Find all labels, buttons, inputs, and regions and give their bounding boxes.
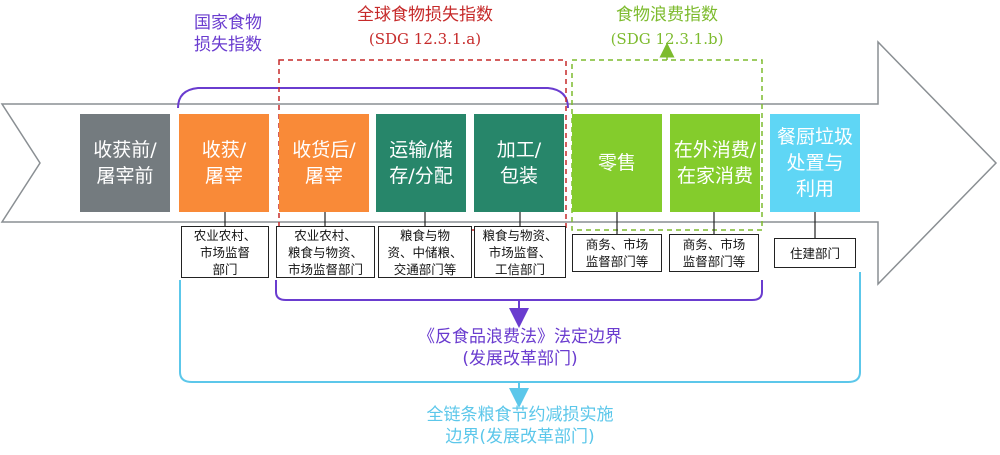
dept-kitchen-waste: 住建部门 [774, 238, 856, 268]
full-chain-boundary-label: 全链条粮食节约减损实施 边界(发展改革部门) [426, 405, 614, 447]
national-index-label: 国家食物 损失指数 [194, 13, 262, 55]
dept-transport: 粮食与物 资、中储粮、 交通部门等 [378, 226, 472, 278]
stage-harvest: 收获/ 屠宰 [179, 114, 269, 212]
food-waste-label: 食物浪费指数 [616, 5, 718, 25]
connector-ticks [224, 212, 816, 238]
stage-processing: 加工/ 包装 [474, 114, 564, 212]
dept-processing: 粮食与物资、 市场监督、 工信部门 [474, 226, 566, 278]
stage-preharvest: 收获前/ 屠宰前 [80, 114, 170, 212]
stage-consumption: 在外消费/ 在家消费 [670, 114, 760, 212]
global-loss-code: (SDG 12.3.1.a) [368, 30, 482, 48]
law-boundary-label: 《反食品浪费法》法定边界 (发展改革部门) [418, 327, 622, 369]
stage-kitchen-waste: 餐厨垃圾 处置与 利用 [770, 114, 860, 212]
dept-postharvest: 农业农村、 粮食与物资、 市场监督部门 [276, 226, 375, 278]
stage-postharvest: 收货后/ 屠宰 [279, 114, 369, 212]
global-loss-label: 全球食物损失指数 [357, 5, 493, 25]
law-boundary-bracket [275, 280, 763, 301]
stage-retail: 零售 [572, 114, 662, 212]
dept-retail: 商务、市场 监督部门等 [572, 234, 662, 272]
dept-consumption: 商务、市场 监督部门等 [669, 234, 759, 272]
food-waste-code: (SDG 12.3.1.b) [610, 30, 724, 48]
dept-harvest: 农业农村、 市场监督 部门 [181, 226, 269, 278]
stage-transport-storage: 运输/储 存/分配 [376, 114, 466, 212]
